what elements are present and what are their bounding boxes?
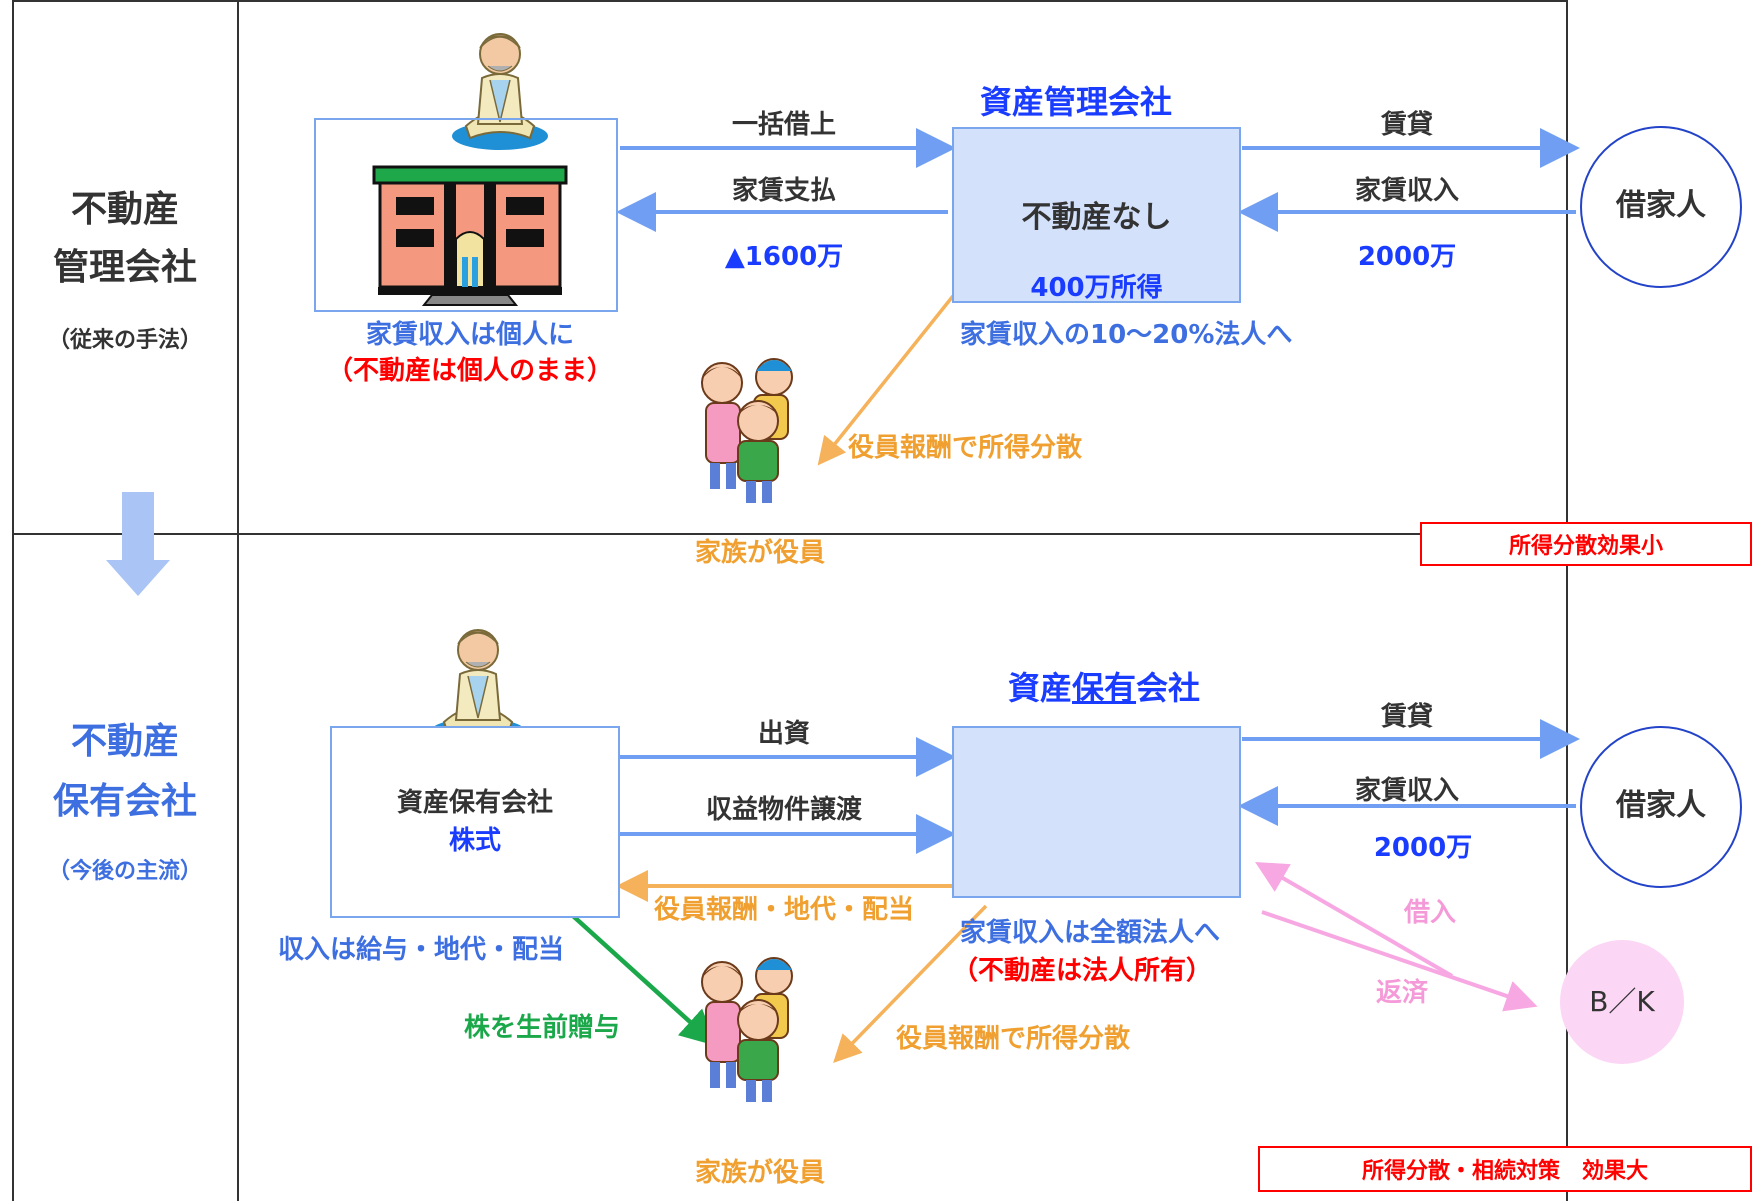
row-title-line1: 不動産 <box>70 189 179 230</box>
box-income-text: 400万所得 <box>1030 273 1163 303</box>
repay-label: 返済 <box>1376 978 1429 1008</box>
box-main-text: 不動産なし <box>1021 200 1172 235</box>
label-rent-pay: 家賃支払 <box>731 176 836 206</box>
company-title-underlined: 保有 <box>1072 669 1137 707</box>
arrow-officer-pay <box>817 294 955 466</box>
arrow-borrow <box>1255 861 1454 978</box>
owner-box-line2: 株式 <box>448 826 501 856</box>
individual-note: 家賃収入は個人に <box>365 320 574 350</box>
tenant-circle: 借家人 <box>1580 726 1742 888</box>
arrow-gift <box>570 913 717 1047</box>
company-title-part: 資産 <box>1008 669 1073 707</box>
corp-note: 家賃収入は全額法人へ <box>960 918 1221 948</box>
row-title-line2: 保有会社 <box>52 781 197 822</box>
label-transfer: 収益物件譲渡 <box>705 795 862 825</box>
label-rent-income-amount: 2000万 <box>1373 833 1473 863</box>
borrow-label: 借入 <box>1404 898 1457 928</box>
column-divider <box>237 0 239 1201</box>
corp-share-note: 家賃収入の10～20%法人へ <box>960 320 1293 350</box>
building-icon <box>372 165 568 306</box>
owner-box-line1: 資産保有会社 <box>396 788 553 818</box>
company-title-part: 会社 <box>1136 669 1201 707</box>
company-title: 資産保有会社 <box>1008 672 1200 704</box>
family-label: 家族が役員 <box>694 538 825 568</box>
asset-holding-box <box>952 726 1241 898</box>
table-frame <box>12 0 1568 1201</box>
label-rent-pay-amount: ▲1600万 <box>724 242 844 272</box>
transition-arrow <box>106 492 170 596</box>
tenant-label: 借家人 <box>1616 788 1706 823</box>
label-rental: 賃貸 <box>1380 702 1433 732</box>
row-title-line1: 不動産 <box>70 721 179 762</box>
row-divider <box>12 533 1568 535</box>
row-subtitle: （従来の手法） <box>47 328 202 353</box>
income-note: 収入は給与・地代・配当 <box>278 935 565 965</box>
tenant-label: 借家人 <box>1616 188 1706 223</box>
bank-label: B／K <box>1589 985 1655 1018</box>
tenant-circle: 借家人 <box>1580 126 1742 288</box>
effect-text: 所得分散効果小 <box>1508 534 1663 559</box>
individual-note-red: （不動産は個人のまま） <box>326 356 613 386</box>
row-title-line2: 管理会社 <box>52 247 197 288</box>
corp-note-red: （不動産は法人所有） <box>952 956 1213 986</box>
effect-box-large: 所得分散・相続対策 効果大 <box>1258 1146 1752 1192</box>
arrow-officer-pay <box>833 904 988 1064</box>
asset-management-box: 不動産なし 400万所得 <box>952 127 1241 303</box>
label-lease: 一括借上 <box>731 110 836 140</box>
bank-circle: B／K <box>1560 940 1684 1064</box>
row-subtitle: （今後の主流） <box>47 859 202 884</box>
officer-pay-label: 役員報酬で所得分散 <box>896 1024 1131 1054</box>
company-title: 資産管理会社 <box>980 83 1173 121</box>
gift-note: 株を生前贈与 <box>464 1013 621 1043</box>
owner-box: 資産保有会社 株式 <box>330 726 620 918</box>
family-label: 家族が役員 <box>694 1158 825 1188</box>
officer-pay-label: 役員報酬で所得分散 <box>848 433 1083 463</box>
effect-text: 所得分散・相続対策 効果大 <box>1361 1159 1648 1184</box>
label-rent-income-amount: 2000万 <box>1357 242 1457 272</box>
family-icon <box>701 957 793 1102</box>
family-icon <box>701 358 793 503</box>
label-rent-income: 家賃収入 <box>1354 176 1459 206</box>
individual-box <box>314 118 618 312</box>
label-rent-income: 家賃収入 <box>1354 776 1459 806</box>
effect-box-small: 所得分散効果小 <box>1420 522 1752 566</box>
label-rental: 賃貸 <box>1380 110 1433 140</box>
arrow-repay <box>1261 910 1538 1012</box>
elderly-man-icon <box>452 33 548 150</box>
label-invest: 出資 <box>757 719 810 749</box>
label-pay-back: 役員報酬・地代・配当 <box>653 895 914 925</box>
